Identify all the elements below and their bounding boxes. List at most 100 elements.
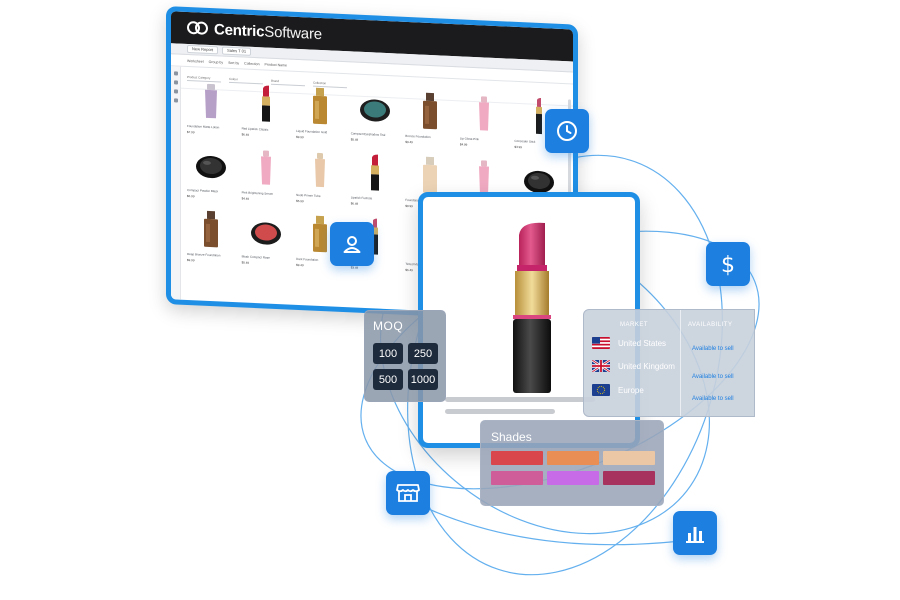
- shades-title: Shades: [491, 430, 532, 444]
- product-tile[interactable]: Pink Brightening Serum$4.49: [242, 146, 291, 208]
- product-tile[interactable]: Foundation Matte Lotion$7.99: [187, 80, 236, 142]
- product-tile[interactable]: Liquid Foundation Gold$9.99: [296, 85, 345, 147]
- tab-new-report[interactable]: New Report: [187, 44, 219, 55]
- storefront-tile[interactable]: [386, 471, 430, 515]
- bar-chart-icon: [686, 527, 704, 543]
- toolbar-product-name[interactable]: Product Name: [264, 61, 287, 67]
- product-name: Compact Eyeshadow Teal: [350, 131, 386, 137]
- product-name: Foundation Matte Lotion: [187, 123, 220, 130]
- product-thumbnail: [413, 90, 447, 132]
- left-rail: [171, 66, 181, 300]
- description-line: [445, 409, 555, 414]
- product-thumbnail: [413, 154, 447, 196]
- product-thumbnail: [249, 211, 283, 253]
- market-header: MARKET: [620, 322, 649, 328]
- product-tile[interactable]: Bronze Foundation$9.49: [405, 90, 454, 152]
- availability-header: AVAILABILITY: [688, 322, 733, 328]
- product-name: Lipstick Fuchsia: [350, 195, 373, 201]
- market-row-us[interactable]: United States: [592, 337, 666, 349]
- toolbar-worksheet[interactable]: Worksheet: [187, 58, 204, 64]
- product-price: $5.49: [241, 260, 250, 265]
- rail-home-icon[interactable]: [173, 71, 178, 76]
- product-tile[interactable]: Lipstick Fuchsia$6.49: [351, 151, 400, 213]
- product-tile[interactable]: Compact Powder Black$6.99: [187, 144, 236, 206]
- country-name: United States: [618, 338, 667, 348]
- product-thumbnail: [303, 149, 337, 191]
- clock-tile[interactable]: [545, 109, 589, 153]
- toolbar-group-by[interactable]: Group by: [208, 59, 224, 65]
- moq-option-100[interactable]: 100: [373, 343, 403, 364]
- product-thumbnail: [303, 213, 337, 255]
- product-thumbnail: [249, 147, 283, 189]
- svg-text:$: $: [721, 253, 735, 277]
- product-price: $9.99: [296, 134, 304, 140]
- moq-option-1000[interactable]: 1000: [408, 369, 438, 390]
- bar-chart-tile[interactable]: [673, 511, 717, 555]
- storefront-icon: [396, 484, 420, 502]
- product-price: $5.99: [296, 198, 304, 204]
- product-thumbnail: [358, 152, 392, 194]
- product-price: $9.49: [405, 139, 413, 145]
- shade-swatch[interactable]: [547, 471, 599, 485]
- market-row-eu[interactable]: Europe: [592, 384, 644, 396]
- column-divider: [680, 310, 681, 416]
- market-row-uk[interactable]: United Kingdom: [592, 360, 675, 372]
- product-thumbnail: [358, 88, 392, 130]
- product-thumbnail: [467, 93, 501, 135]
- product-tile[interactable]: Dark Foundation$9.49: [296, 213, 345, 275]
- product-price: $9.99: [187, 257, 195, 263]
- shade-swatch[interactable]: [491, 471, 543, 485]
- moq-option-250[interactable]: 250: [408, 343, 438, 364]
- product-price: $4.99: [459, 142, 468, 147]
- product-thumbnail: [194, 144, 228, 186]
- toolbar-collection[interactable]: Collection: [244, 61, 260, 66]
- product-price: $4.49: [241, 196, 250, 201]
- availability-status: Available to sell: [692, 346, 734, 352]
- shade-swatch[interactable]: [603, 451, 655, 465]
- moq-panel: MOQ 100 250 500 1000: [364, 310, 446, 402]
- product-tile[interactable]: Compact Mirror$5.99: [514, 159, 563, 221]
- dollar-tile[interactable]: $: [706, 242, 750, 286]
- product-thumbnail: [194, 80, 228, 122]
- rail-filter-icon[interactable]: [173, 80, 178, 85]
- product-name: Deep Bronze Foundation: [187, 251, 221, 258]
- user-tile[interactable]: [330, 222, 374, 266]
- rail-folder-icon[interactable]: [173, 89, 178, 94]
- description-line: [445, 397, 595, 402]
- country-name: Europe: [618, 385, 644, 395]
- shade-swatch[interactable]: [547, 451, 599, 465]
- product-name: Lip Gloss Pink: [459, 136, 480, 142]
- product-tile[interactable]: Lip Gloss Pink$4.99: [460, 92, 509, 154]
- product-price: $6.49: [241, 132, 250, 137]
- product-thumbnail: [522, 159, 556, 201]
- product-tile[interactable]: Blush Compact Rose$5.49: [242, 210, 291, 272]
- toolbar-sort-by[interactable]: Sort by: [228, 60, 240, 65]
- product-thumbnail: [249, 83, 283, 125]
- product-name: Nude Primer Tube: [296, 192, 321, 199]
- market-panel: MARKET AVAILABILITY United States Availa…: [583, 309, 755, 417]
- product-price: $6.99: [187, 193, 195, 199]
- product-tile[interactable]: Deep Bronze Foundation$9.99: [187, 208, 236, 270]
- product-tile[interactable]: Foundation Ivory$8.99: [405, 154, 454, 216]
- shade-swatch[interactable]: [603, 471, 655, 485]
- availability-status: Available to sell: [692, 396, 734, 402]
- product-tile[interactable]: Soft Glow Cream$4.49: [460, 156, 509, 218]
- product-tile[interactable]: Compact Eyeshadow Teal$5.49: [351, 87, 400, 149]
- product-thumbnail: [303, 85, 337, 127]
- product-price: $5.49: [350, 137, 359, 142]
- product-tile[interactable]: Nude Primer Tube$5.99: [296, 149, 345, 211]
- dollar-icon: $: [721, 253, 735, 277]
- moq-title: MOQ: [373, 319, 404, 333]
- centric-logo-icon: [187, 20, 209, 36]
- product-name: Bronze Foundation: [405, 133, 431, 140]
- rail-settings-icon[interactable]: [173, 98, 178, 103]
- product-tile[interactable]: Red Lipstick Classic$6.49: [242, 82, 291, 144]
- product-tile[interactable]: Concealer Stick$3.99: [514, 95, 563, 157]
- moq-option-500[interactable]: 500: [373, 369, 403, 390]
- shade-swatch[interactable]: [491, 451, 543, 465]
- product-price: $3.49: [350, 265, 359, 270]
- brand-name: CentricSoftware: [214, 20, 322, 43]
- tab-sales[interactable]: Sales T 01: [222, 46, 252, 56]
